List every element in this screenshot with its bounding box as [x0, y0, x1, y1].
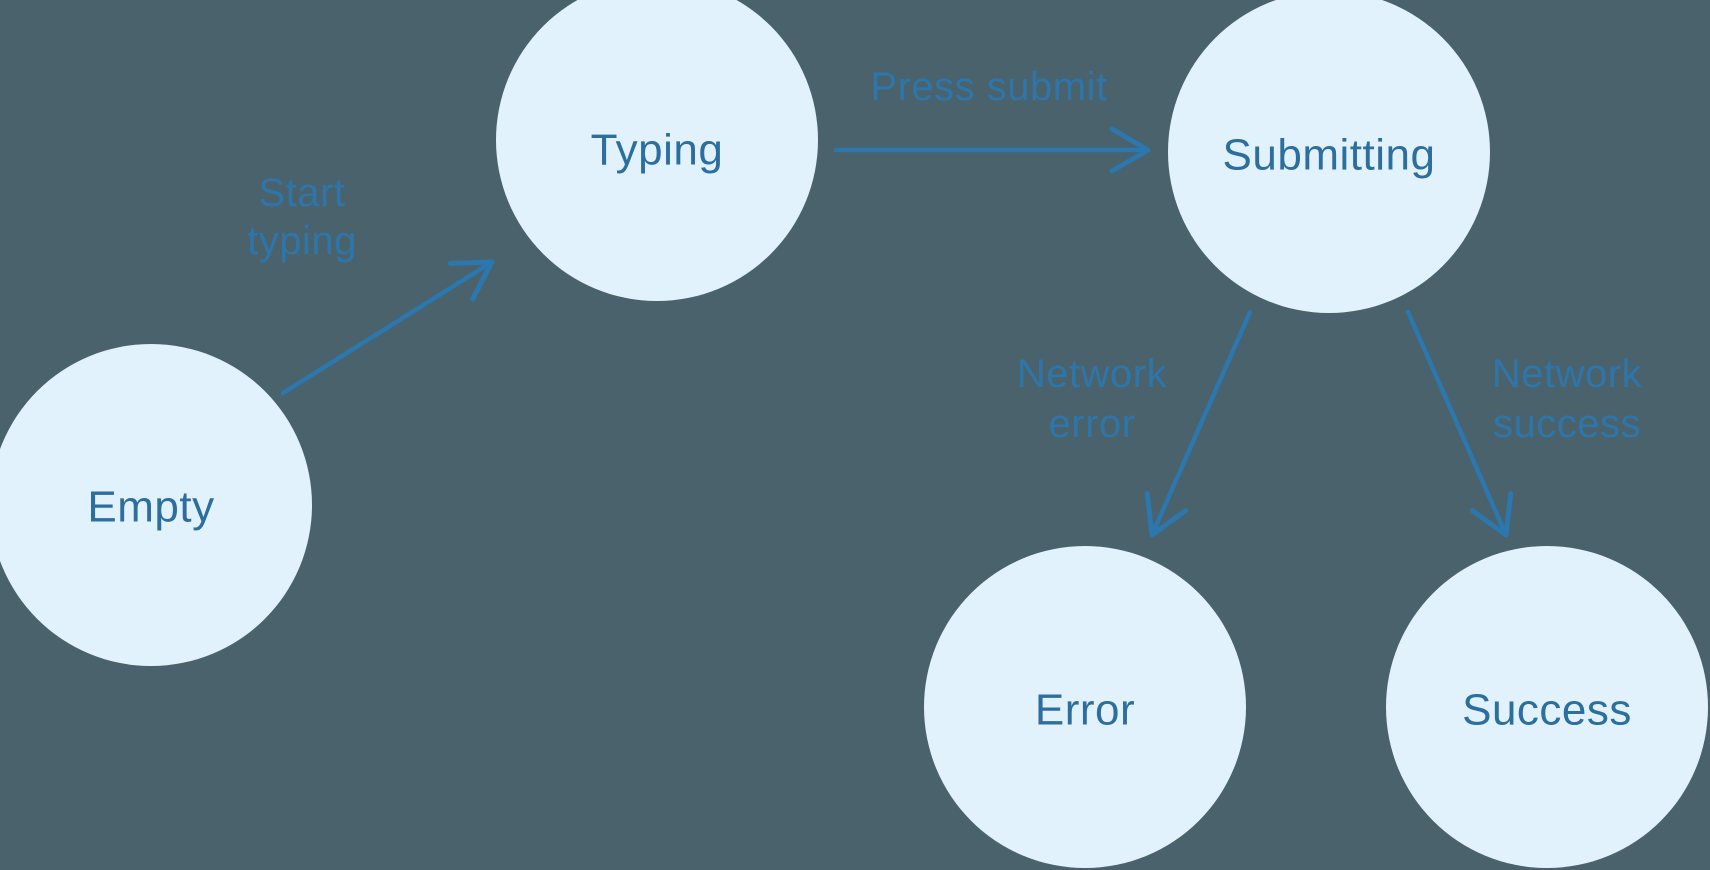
state-circle-submitting [1168, 0, 1490, 313]
transition-label-network-success-line2: success [1493, 402, 1641, 446]
state-node-submitting: Submitting [1168, 0, 1490, 313]
state-node-empty: Empty [0, 344, 312, 666]
state-label-typing: Typing [591, 126, 724, 175]
transition-label-network-success-line1: Network [1492, 352, 1643, 396]
transition-label-network-error-line1: Network [1017, 352, 1168, 396]
transition-label-network-error-line2: error [1049, 402, 1136, 446]
transition-labels: Start typing Press submit Network error … [247, 65, 1642, 446]
state-node-error: Error [924, 546, 1246, 868]
transition-arrow-network-success [1405, 309, 1514, 538]
transition-label-start-typing-line2: typing [247, 219, 357, 263]
state-label-error: Error [1035, 686, 1135, 735]
state-label-empty: Empty [87, 483, 214, 532]
state-label-success: Success [1462, 686, 1632, 735]
transition-arrow-network-error [1144, 309, 1253, 538]
state-node-typing: Typing [496, 0, 818, 301]
state-node-success: Success [1386, 546, 1708, 868]
state-label-submitting: Submitting [1223, 131, 1436, 180]
transition-arrow-start-typing [280, 259, 495, 396]
state-circle-typing [496, 0, 818, 301]
state-circle-success [1386, 546, 1708, 868]
state-circle-empty [0, 344, 312, 666]
state-circle-error [924, 546, 1246, 868]
transition-label-start-typing-line1: Start [259, 171, 346, 215]
transition-label-press-submit: Press submit [870, 65, 1107, 109]
transition-arrows [280, 126, 1514, 538]
